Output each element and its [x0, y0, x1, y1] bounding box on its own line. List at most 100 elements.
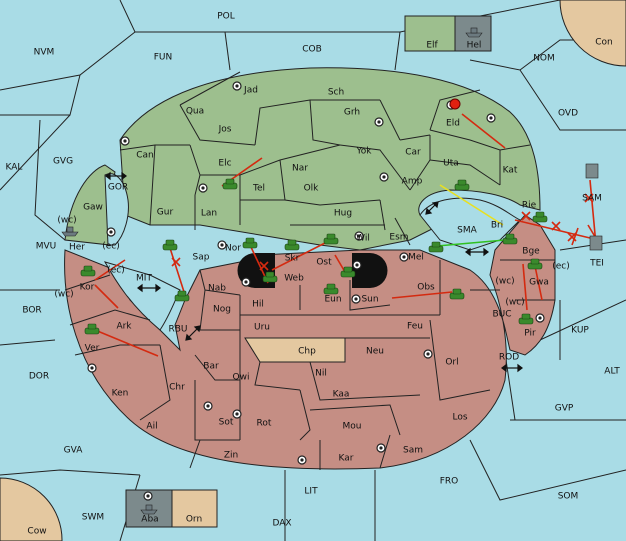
- label-eld: Eld: [446, 119, 460, 129]
- label-orl: Orl: [445, 358, 458, 368]
- label-car: Car: [405, 148, 421, 158]
- label-som: SOM: [558, 492, 579, 502]
- coast-her-wc: (wc): [57, 216, 76, 226]
- units: [61, 27, 603, 515]
- sea-links: [105, 171, 523, 373]
- label-jos: Jos: [218, 125, 232, 135]
- label-yok: Yok: [355, 147, 372, 157]
- label-ovd: OVD: [558, 109, 578, 119]
- label-hil: Hil: [252, 300, 264, 310]
- land-north: [119, 67, 541, 251]
- label-uru: Uru: [254, 323, 270, 333]
- label-mou: Mou: [343, 422, 362, 432]
- label-lan: Lan: [201, 209, 217, 219]
- lagoon-gor: [104, 173, 129, 246]
- label-con: Con: [595, 38, 613, 48]
- label-kar: Kar: [339, 454, 354, 464]
- label-gvg: GVG: [53, 157, 73, 167]
- label-sap: Sap: [193, 253, 210, 263]
- label-nar: Nar: [292, 164, 308, 174]
- label-elf: Elf: [426, 41, 438, 51]
- label-qua: Qua: [186, 107, 204, 117]
- label-kaa: Kaa: [333, 390, 350, 400]
- label-gwa: Gwa: [529, 278, 549, 288]
- label-fun: FUN: [154, 53, 173, 63]
- label-sma: SMA: [457, 226, 477, 236]
- label-rot: Rot: [257, 419, 272, 429]
- label-neu: Neu: [366, 347, 384, 357]
- label-grh: Grh: [344, 108, 360, 118]
- label-nor: Nor: [225, 244, 241, 254]
- coast-kor-wc: (wc): [54, 290, 73, 300]
- label-elc: Elc: [218, 159, 231, 169]
- label-sch: Sch: [328, 88, 344, 98]
- label-gvp: GVP: [555, 404, 574, 414]
- label-hug: Hug: [334, 209, 352, 219]
- label-pol: POL: [217, 12, 235, 22]
- label-bge: Bge: [522, 247, 540, 257]
- label-buc: BUC: [492, 310, 511, 320]
- label-bar: Bar: [203, 362, 219, 372]
- label-cob: COB: [302, 45, 322, 55]
- label-ver: Ver: [85, 344, 100, 354]
- label-gur: Gur: [157, 208, 174, 218]
- label-ail: Ail: [146, 422, 157, 432]
- region-cow[interactable]: [0, 477, 63, 541]
- label-bri: Bri: [491, 221, 503, 231]
- label-rbu: RBU: [168, 325, 187, 335]
- label-gva: GVA: [64, 446, 84, 456]
- label-mit: MIT: [136, 274, 152, 284]
- region-chp[interactable]: [244, 337, 346, 363]
- label-skr: Skr: [285, 254, 300, 264]
- label-orn: Orn: [186, 515, 202, 525]
- label-dor: DOR: [29, 372, 49, 382]
- label-gaw: Gaw: [83, 203, 103, 213]
- pass-east: [352, 253, 388, 288]
- label-olk: Olk: [304, 184, 320, 194]
- label-eun: Eun: [324, 295, 341, 305]
- cut-marks: [171, 193, 594, 271]
- label-mvu: MVU: [36, 242, 57, 252]
- region-con[interactable]: [559, 0, 626, 67]
- label-cow: Cow: [27, 527, 46, 537]
- label-amp: Amp: [402, 177, 423, 187]
- label-obs: Obs: [417, 283, 435, 293]
- label-los: Los: [452, 413, 467, 423]
- label-web: Web: [284, 274, 304, 284]
- label-tel: Tel: [252, 184, 265, 194]
- land-boundaries-south: [64, 259, 555, 470]
- label-kup: KUP: [571, 326, 589, 336]
- label-her: Her: [69, 243, 85, 253]
- label-kat: Kat: [503, 166, 518, 176]
- label-nil: Nil: [315, 369, 327, 379]
- label-swm: SWM: [82, 513, 104, 523]
- label-sot: Sot: [219, 418, 234, 428]
- coast-pir-wc: (wc): [505, 298, 524, 308]
- label-pir: Pir: [524, 329, 536, 339]
- coast-gwa-wc: (wc): [495, 277, 514, 287]
- label-aba: Aba: [141, 515, 158, 525]
- coast-kor-ec: (ec): [107, 266, 125, 276]
- label-chp: Chp: [298, 347, 316, 357]
- label-nab: Nab: [208, 284, 226, 294]
- region-orn[interactable]: [171, 489, 218, 528]
- land-boundaries: [119, 71, 531, 246]
- label-alt: ALT: [604, 367, 620, 377]
- label-rod: ROD: [499, 353, 519, 363]
- label-hel: Hel: [467, 41, 482, 51]
- label-wil: Wil: [356, 234, 370, 244]
- label-bor: BOR: [22, 306, 41, 316]
- label-kal: KAL: [6, 163, 23, 173]
- label-jad: Jad: [243, 86, 258, 96]
- label-lit: LIT: [304, 487, 318, 497]
- label-sun: Sun: [361, 295, 378, 305]
- label-ost: Ost: [316, 258, 332, 268]
- region-elf[interactable]: [404, 15, 456, 52]
- label-chr: Chr: [169, 383, 185, 393]
- label-zin: Zin: [224, 451, 238, 461]
- label-sam-land: Sam: [403, 446, 423, 456]
- label-sam: SAM: [582, 194, 602, 204]
- label-feu: Feu: [407, 322, 423, 332]
